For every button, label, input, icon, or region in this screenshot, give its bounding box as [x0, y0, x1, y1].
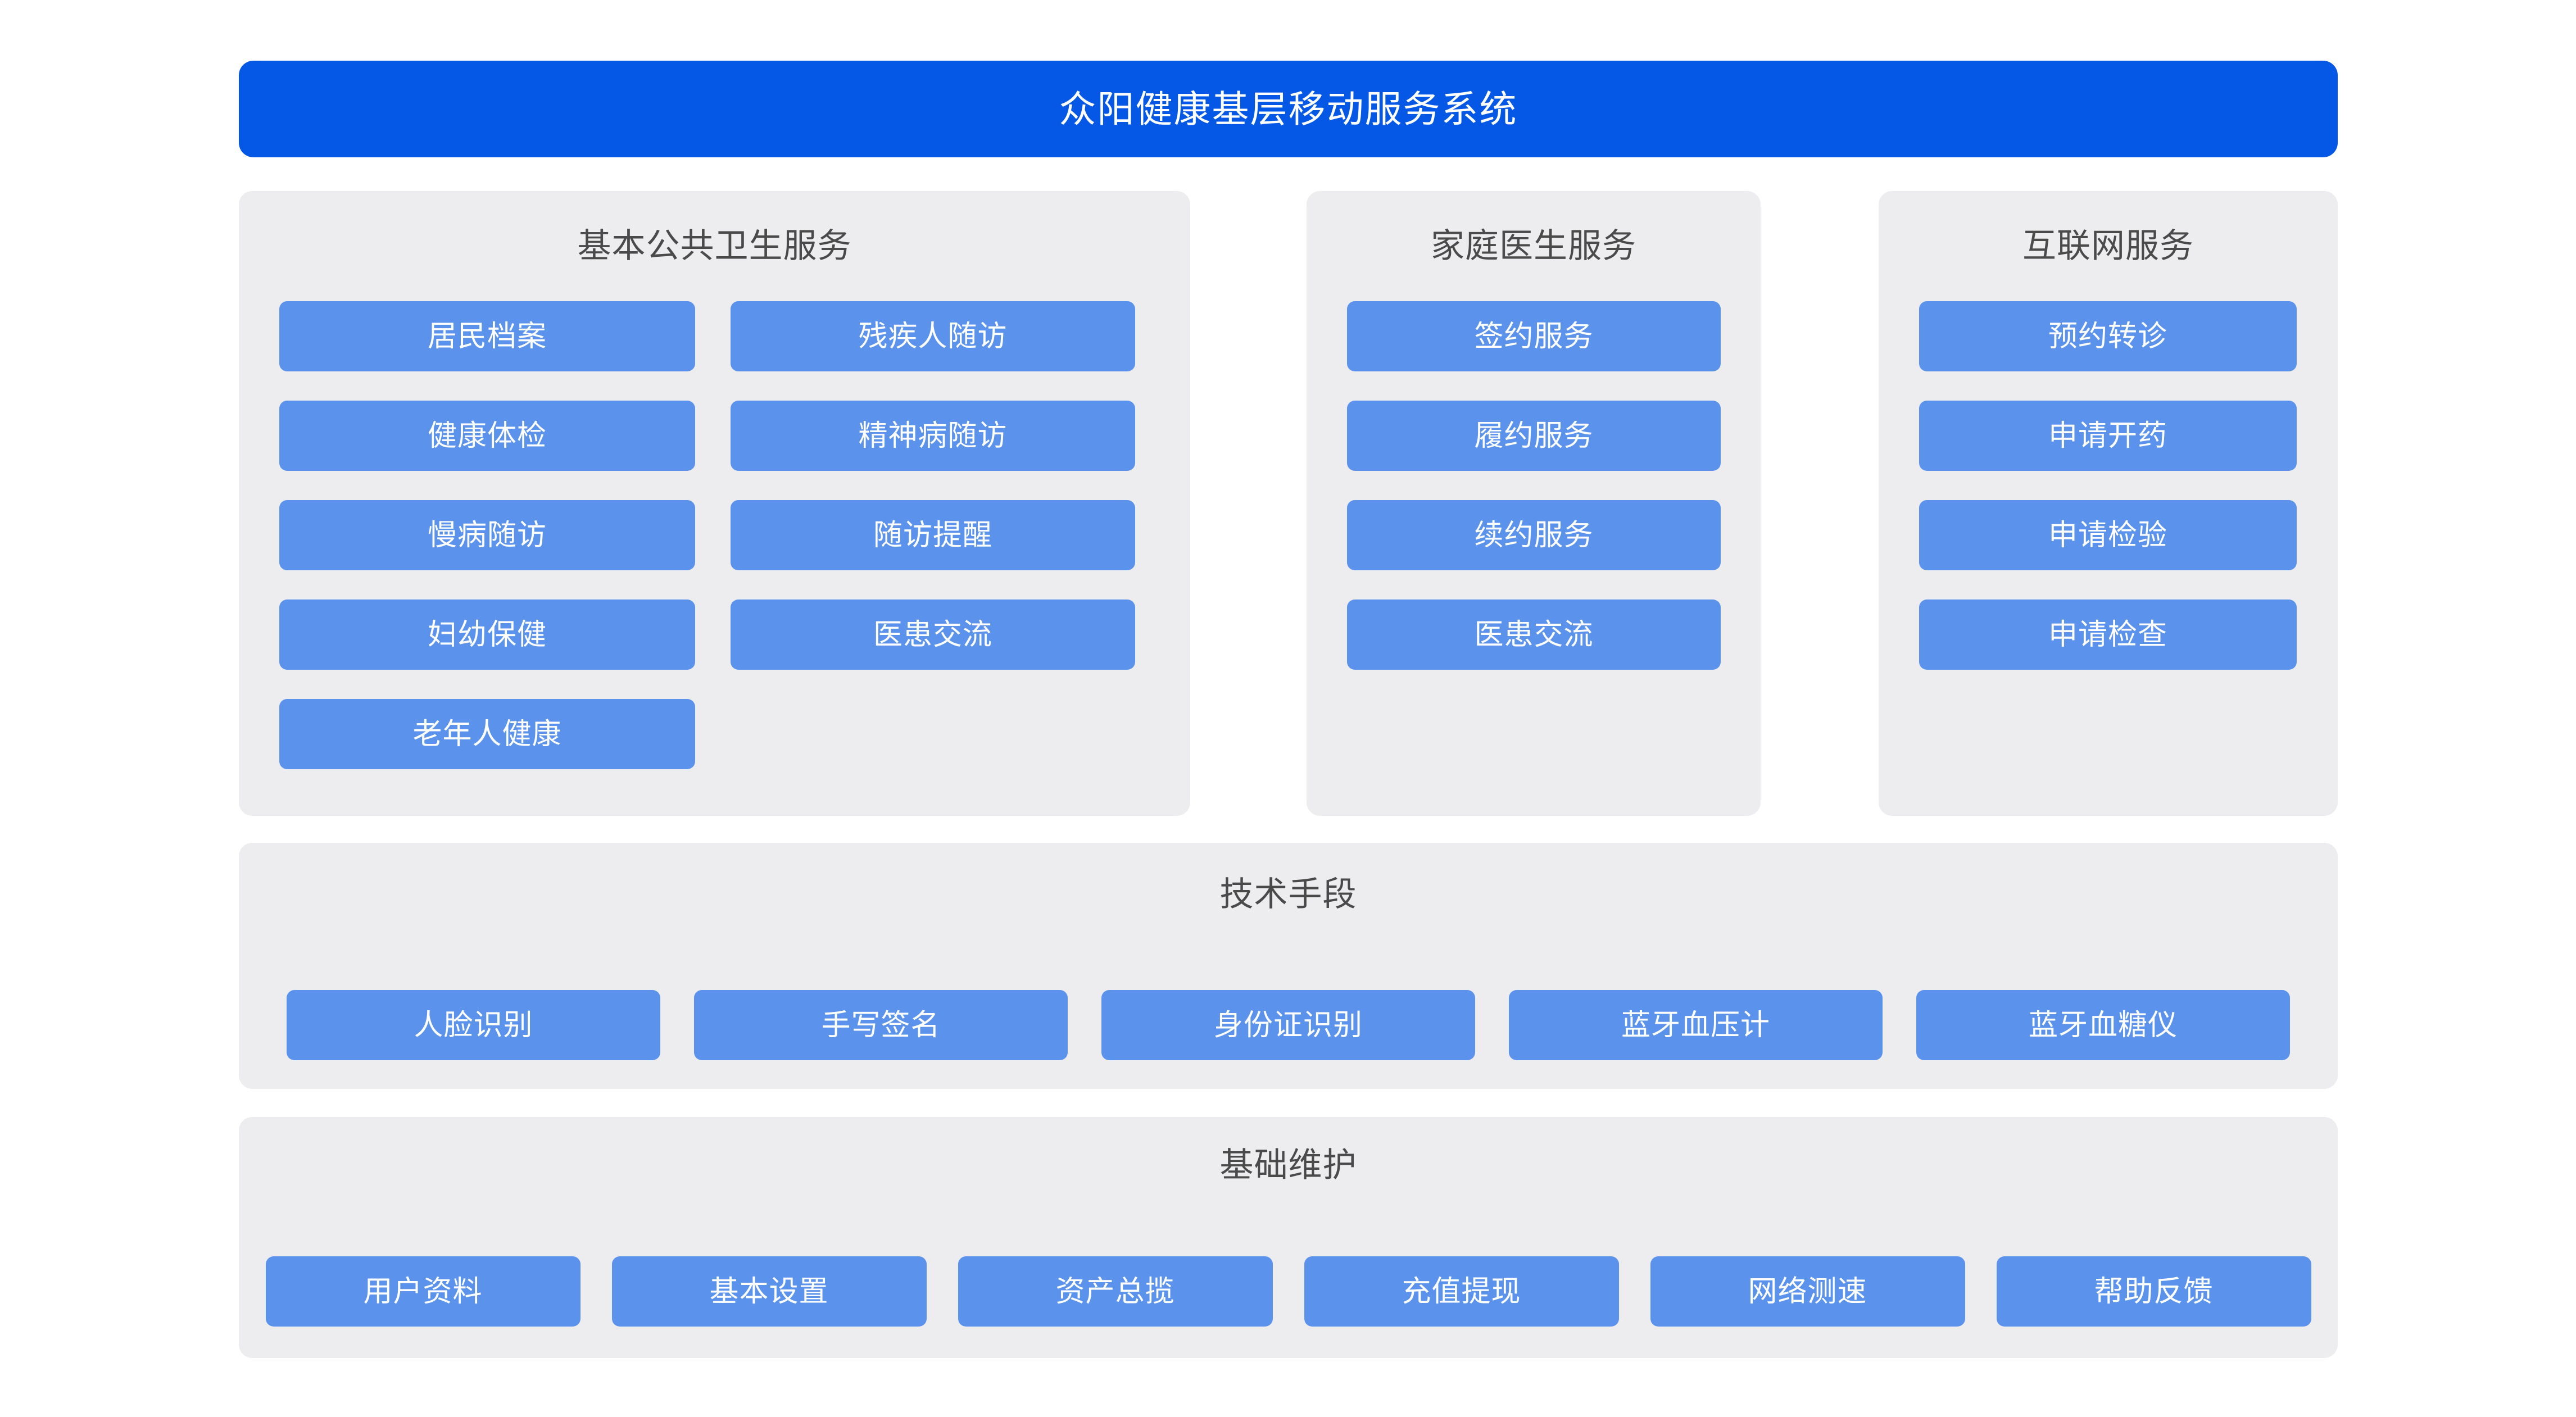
section-title-family-doctor: 家庭医生服务	[1431, 227, 1636, 265]
tile-signing-service[interactable]: 签约服务	[1347, 301, 1721, 371]
tile-handwritten-signature[interactable]: 手写签名	[694, 990, 1068, 1060]
tile-recharge-withdraw[interactable]: 充值提现	[1304, 1256, 1619, 1327]
section-title-base-maintenance: 基础维护	[1219, 1146, 1357, 1184]
section-title-public-health: 基本公共卫生服务	[577, 227, 852, 265]
section-public-health: 基本公共卫生服务 居民档案 残疾人随访 健康体检 精神病随访 慢病随访 随访提醒…	[239, 191, 1190, 816]
tile-row-technology: 人脸识别 手写签名 身份证识别 蓝牙血压计 蓝牙血糖仪	[239, 990, 2338, 1060]
tile-health-checkup[interactable]: 健康体检	[279, 401, 695, 471]
tile-help-feedback[interactable]: 帮助反馈	[1996, 1256, 2311, 1327]
tile-apply-examination[interactable]: 申请检查	[1919, 600, 2297, 670]
tile-elderly-health[interactable]: 老年人健康	[279, 699, 695, 769]
tile-doctor-patient-communication-public[interactable]: 医患交流	[731, 600, 1135, 670]
tile-id-card-recognition[interactable]: 身份证识别	[1101, 990, 1475, 1060]
section-title-internet-service: 互联网服务	[2022, 227, 2194, 265]
tile-user-profile[interactable]: 用户资料	[265, 1256, 580, 1327]
tile-network-speed-test[interactable]: 网络测速	[1650, 1256, 1965, 1327]
tile-disabled-followup[interactable]: 残疾人随访	[731, 301, 1135, 371]
tile-resident-records[interactable]: 居民档案	[279, 301, 695, 371]
tile-stack-internet-service: 预约转诊 申请开药 申请检验 申请检查	[1919, 301, 2297, 670]
tile-apply-prescription[interactable]: 申请开药	[1919, 401, 2297, 471]
tile-row-base-maintenance: 用户资料 基本设置 资产总揽 充值提现 网络测速 帮助反馈	[239, 1256, 2338, 1327]
tile-basic-settings[interactable]: 基本设置	[611, 1256, 927, 1327]
section-internet-service: 互联网服务 预约转诊 申请开药 申请检验 申请检查	[1879, 191, 2338, 816]
tile-mental-illness-followup[interactable]: 精神病随访	[731, 401, 1135, 471]
section-technology: 技术手段 人脸识别 手写签名 身份证识别 蓝牙血压计 蓝牙血糖仪	[239, 843, 2338, 1089]
tile-chronic-disease-followup[interactable]: 慢病随访	[279, 500, 695, 570]
tile-grid-public-health: 居民档案 残疾人随访 健康体检 精神病随访 慢病随访 随访提醒 妇幼保健 医患交…	[279, 301, 1150, 769]
tile-asset-overview[interactable]: 资产总揽	[958, 1256, 1273, 1327]
app-header: 众阳健康基层移动服务系统	[239, 61, 2338, 157]
tile-stack-family-doctor: 签约服务 履约服务 续约服务 医患交流	[1347, 301, 1721, 670]
section-family-doctor: 家庭医生服务 签约服务 履约服务 续约服务 医患交流	[1307, 191, 1761, 816]
tile-appointment-referral[interactable]: 预约转诊	[1919, 301, 2297, 371]
tile-doctor-patient-communication-family[interactable]: 医患交流	[1347, 600, 1721, 670]
app-title: 众阳健康基层移动服务系统	[1059, 88, 1518, 130]
tile-bluetooth-glucose-meter[interactable]: 蓝牙血糖仪	[1916, 990, 2290, 1060]
tile-maternal-child-health[interactable]: 妇幼保健	[279, 600, 695, 670]
tile-renewal-service[interactable]: 续约服务	[1347, 500, 1721, 570]
section-title-technology: 技术手段	[1219, 875, 1357, 913]
tile-fulfillment-service[interactable]: 履约服务	[1347, 401, 1721, 471]
tile-apply-lab-test[interactable]: 申请检验	[1919, 500, 2297, 570]
tile-bluetooth-blood-pressure-monitor[interactable]: 蓝牙血压计	[1509, 990, 1883, 1060]
tile-followup-reminder[interactable]: 随访提醒	[731, 500, 1135, 570]
section-base-maintenance: 基础维护 用户资料 基本设置 资产总揽 充值提现 网络测速 帮助反馈	[239, 1117, 2338, 1358]
tile-face-recognition[interactable]: 人脸识别	[287, 990, 660, 1060]
